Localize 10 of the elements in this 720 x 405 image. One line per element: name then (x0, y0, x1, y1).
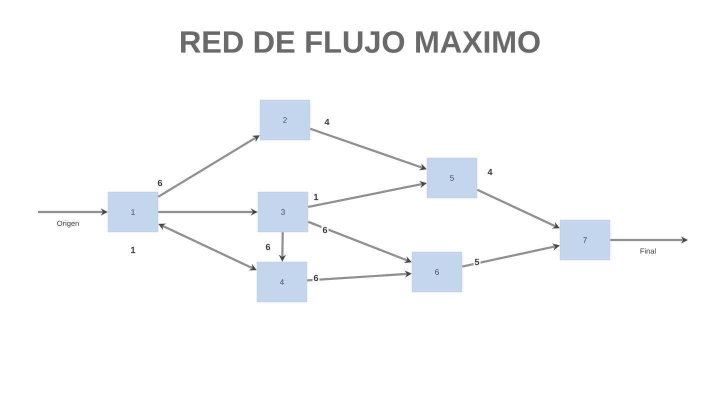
edge-label: 6 (156, 178, 164, 188)
edge-label: 4 (324, 118, 330, 126)
edge-label: 6 (264, 242, 272, 252)
edge-label: 4 (486, 168, 494, 176)
edge-label: 1 (312, 192, 320, 202)
edge-label: 1 (130, 246, 136, 254)
edge-label: 6 (322, 226, 328, 234)
edge-label: 6 (312, 274, 320, 282)
edge-label: 5 (474, 258, 480, 266)
title: RED DE FLUJO MAXIMO (181, 31, 540, 53)
